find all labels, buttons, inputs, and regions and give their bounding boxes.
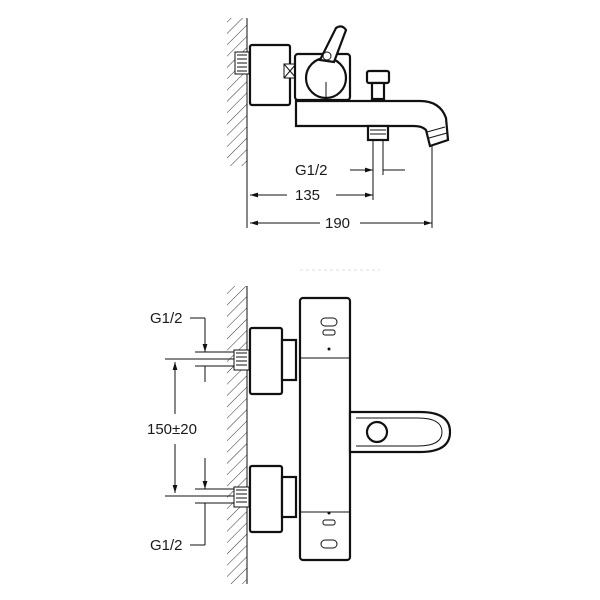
diverter-knob — [365, 69, 391, 101]
wall-top — [227, 18, 248, 166]
diverter-lever-front — [348, 410, 452, 454]
lever-handle — [318, 25, 348, 64]
pipe-thread-lower — [233, 486, 250, 508]
thermostatic-body — [298, 296, 352, 562]
diverter-button — [365, 420, 389, 444]
pipe-thread-top — [234, 51, 250, 75]
front-view: G1/2 150±20 G1/2 — [147, 286, 452, 584]
escutcheon-upper — [248, 326, 284, 396]
dim-thread-upper: G1/2 — [150, 310, 234, 382]
dim-thread-side: G1/2 — [295, 162, 405, 179]
label-dim-190: 190 — [325, 215, 350, 232]
escutcheon-lower — [248, 464, 284, 534]
dim-135: 135 — [250, 187, 373, 204]
label-dim-135: 135 — [295, 187, 320, 204]
label-thread-lower: G1/2 — [150, 537, 183, 554]
label-thread-side: G1/2 — [295, 162, 328, 179]
side-view: G1/2 135 190 — [227, 18, 450, 232]
spout — [294, 99, 450, 148]
label-spacing: 150±20 — [147, 421, 197, 438]
dim-190: 190 — [250, 215, 432, 232]
label-thread-upper: G1/2 — [150, 310, 183, 327]
shower-outlet — [366, 124, 390, 142]
dim-spacing: 150±20 — [147, 358, 234, 497]
wall-bottom — [227, 286, 248, 584]
pipe-thread-upper — [233, 349, 250, 371]
dim-thread-lower: G1/2 — [150, 458, 234, 554]
